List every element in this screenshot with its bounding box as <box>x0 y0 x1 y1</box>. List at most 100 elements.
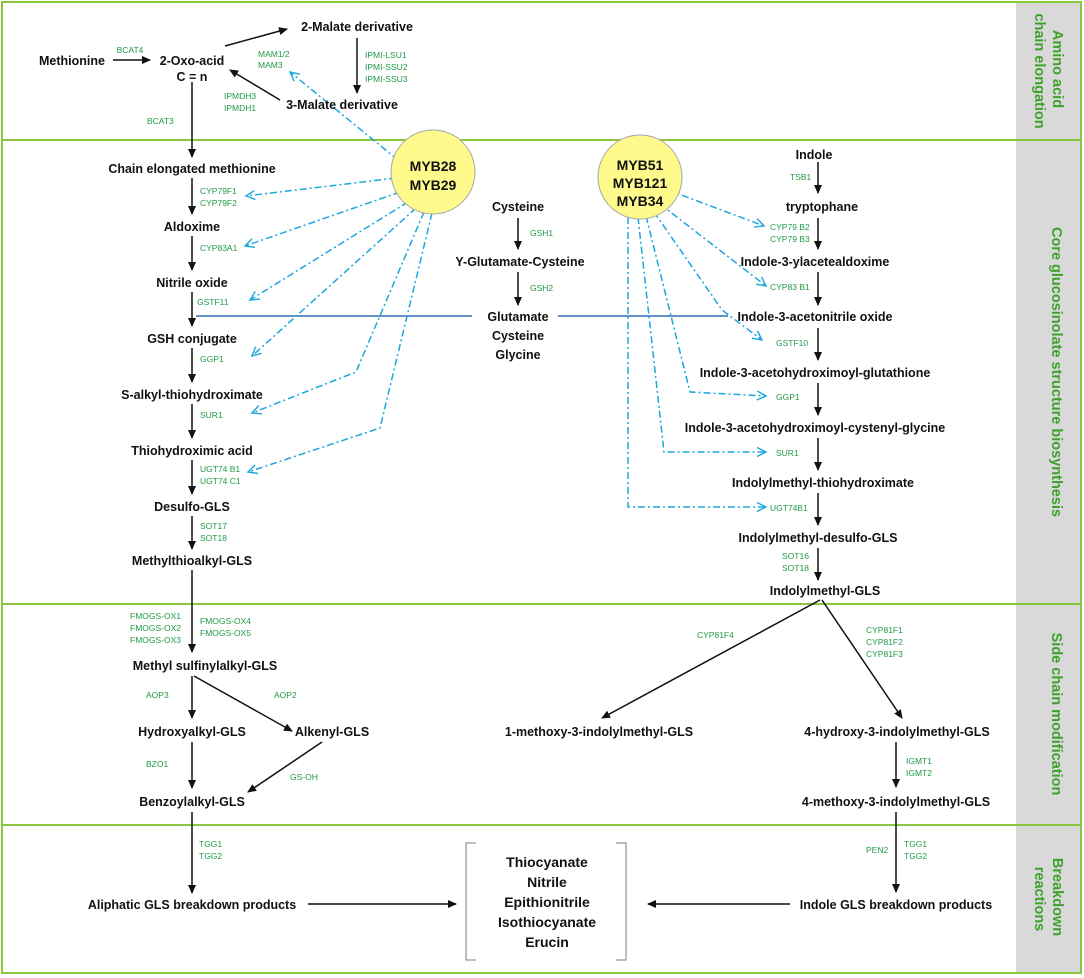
enzyme-cyp79f1: CYP79F1 <box>200 186 237 196</box>
node-indolylmethyl-desulfo: Indolylmethyl-desulfo-GLS <box>738 531 897 545</box>
enzyme-fmogs-ox5: FMOGS-OX5 <box>200 628 251 638</box>
node-oxo-acid: 2-Oxo-acid <box>160 54 225 68</box>
enzyme-sot17-left: SOT17 <box>200 521 227 531</box>
node-tryptophane: tryptophane <box>786 200 858 214</box>
enzyme-cyp81f1: CYP81F1 <box>866 625 903 635</box>
reg-r-1 <box>667 189 766 228</box>
enzyme-ipmi-ssu2: IPMI-SSU2 <box>365 62 408 72</box>
node-hydroxyalkyl: Hydroxyalkyl-GLS <box>138 725 246 739</box>
node-4-methoxy: 4-methoxy-3-indolylmethyl-GLS <box>802 795 990 809</box>
reg-l-5 <box>250 207 417 358</box>
enzyme-ugt74c1-left: UGT74 C1 <box>200 476 241 486</box>
node-indole-3-ylacetealdoxime: Indole-3-ylacetealdoxime <box>741 255 890 269</box>
node-4-hydroxy: 4-hydroxy-3-indolylmethyl-GLS <box>804 725 989 739</box>
enzyme-cyp81f4: CYP81F4 <box>697 630 734 640</box>
enzyme-sot18-right: SOT18 <box>782 563 809 573</box>
node-3-malate: 3-Malate derivative <box>286 98 398 112</box>
enzyme-ipmi-lsu1: IPMI-LSU1 <box>365 50 407 60</box>
node-s-alkyl: S-alkyl-thiohydroximate <box>121 388 263 402</box>
myb34-label: MYB34 <box>617 193 664 209</box>
myb51-label: MYB51 <box>617 157 664 173</box>
enzyme-gstf10: GSTF10 <box>776 338 808 348</box>
enzyme-gsh2: GSH2 <box>530 283 553 293</box>
enzyme-pen2: PEN2 <box>866 845 888 855</box>
node-aldoxime: Aldoxime <box>164 220 220 234</box>
enzyme-sot16-right: SOT16 <box>782 551 809 561</box>
enzyme-gstf11: GSTF11 <box>197 297 229 307</box>
enzyme-ipmi-ssu3: IPMI-SSU3 <box>365 74 408 84</box>
reg-l-6 <box>250 211 425 415</box>
node-indole-3-glutathione: Indole-3-acetohydroximoyl-glutathione <box>700 366 931 380</box>
enzyme-sot18-left: SOT18 <box>200 533 227 543</box>
node-alkenyl: Alkenyl-GLS <box>295 725 369 739</box>
enzyme-cyp83a1: CYP83A1 <box>200 243 238 253</box>
node-indole-3-cystenyl-glycine: Indole-3-acetohydroximoyl-cystenyl-glyci… <box>685 421 946 435</box>
reg-l-3 <box>243 191 401 248</box>
node-cysteine-2: Cysteine <box>492 329 544 343</box>
enzyme-fmogs-ox1: FMOGS-OX1 <box>130 611 181 621</box>
arrow-26 <box>821 599 903 719</box>
myb-left-circle: MYB28 MYB29 <box>390 129 476 215</box>
arrow-25 <box>601 599 821 719</box>
reg-l-1 <box>288 71 399 161</box>
reg-l-7 <box>246 212 433 475</box>
enzyme-cyp83b1: CYP83 B1 <box>770 282 810 292</box>
node-1-methoxy: 1-methoxy-3-indolylmethyl-GLS <box>505 725 693 739</box>
enzyme-bcat3: BCAT3 <box>147 116 174 126</box>
enzyme-cyp81f3: CYP81F3 <box>866 649 903 659</box>
node-gsh-conjugate: GSH conjugate <box>147 332 237 346</box>
enzyme-tgg2-right: TGG2 <box>904 851 927 861</box>
node-indolylmethyl-thiohydroximate: Indolylmethyl-thiohydroximate <box>732 476 914 490</box>
enzyme-cyp79b2: CYP79 B2 <box>770 222 810 232</box>
enzyme-aop2: AOP2 <box>274 690 297 700</box>
node-benzoylalkyl: Benzoylalkyl-GLS <box>139 795 245 809</box>
arrow-malate3-oxo <box>229 69 281 101</box>
enzyme-mam3: MAM3 <box>258 60 283 70</box>
node-desulfo: Desulfo-GLS <box>154 500 230 514</box>
sidebar-band <box>1016 2 1081 973</box>
product-erucin: Erucin <box>525 934 569 950</box>
node-methylsulfinylalkyl: Methyl sulfinylalkyl-GLS <box>133 659 277 673</box>
node-indole-3-acetonitrile: Indole-3-acetonitrile oxide <box>738 310 893 324</box>
enzyme-cyp81f2: CYP81F2 <box>866 637 903 647</box>
section-label-side-chain: Side chain modification <box>1048 633 1064 796</box>
products-bracket: Thiocyanate Nitrile Epithionitrile Isoth… <box>465 842 627 961</box>
product-epithionitrile: Epithionitrile <box>504 894 590 910</box>
node-indole: Indole <box>796 148 833 162</box>
product-nitrile: Nitrile <box>527 874 567 890</box>
product-thiocyanate: Thiocyanate <box>506 854 588 870</box>
enzyme-igmt2: IGMT2 <box>906 768 932 778</box>
myb121-label: MYB121 <box>613 175 668 191</box>
node-methylthioalkyl: Methylthioalkyl-GLS <box>132 554 252 568</box>
node-methionine: Methionine <box>39 54 105 68</box>
arrow-10 <box>193 675 293 732</box>
section-label-breakdown: Breakdown reactions <box>1031 858 1065 940</box>
node-glutamate: Glutamate <box>487 310 548 324</box>
regulation-arrows <box>243 71 768 513</box>
node-indolylmethyl-gls: Indolylmethyl-GLS <box>770 584 880 598</box>
reg-l-2 <box>244 177 397 201</box>
node-thiohydroximic: Thiohydroximic acid <box>131 444 253 458</box>
arrow-oxo-malate2 <box>224 27 288 47</box>
enzyme-ggp1-right: GGP1 <box>776 392 800 402</box>
myb28-label: MYB28 <box>410 158 457 174</box>
reg-r-5 <box>637 216 768 458</box>
enzyme-mam12: MAM1/2 <box>258 49 290 59</box>
section-label-amino-acid: Amino acid chain elongation <box>1031 13 1065 128</box>
pathway-arrows <box>113 27 903 908</box>
enzyme-aop3: AOP3 <box>146 690 169 700</box>
enzyme-ipmdh3: IPMDH3 <box>224 91 256 101</box>
enzyme-igmt1: IGMT1 <box>906 756 932 766</box>
enzyme-tsb1: TSB1 <box>790 172 812 182</box>
node-indole-breakdown: Indole GLS breakdown products <box>800 898 992 912</box>
node-nitrile-oxide: Nitrile oxide <box>156 276 228 290</box>
node-oxo-acid-cn: C = n <box>177 70 208 84</box>
enzyme-bcat4: BCAT4 <box>117 45 144 55</box>
node-cysteine: Cysteine <box>492 200 544 214</box>
reg-r-3 <box>653 211 764 341</box>
enzyme-sur1-right: SUR1 <box>776 448 799 458</box>
enzyme-cyp79f2: CYP79F2 <box>200 198 237 208</box>
enzyme-bzo1: BZO1 <box>146 759 168 769</box>
